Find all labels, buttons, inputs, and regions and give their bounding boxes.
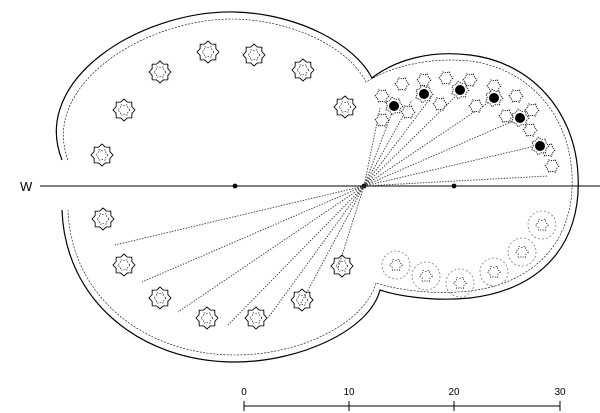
ghost-tree	[535, 219, 549, 231]
ghost-ring	[479, 257, 509, 287]
tree-icon	[290, 288, 314, 312]
tree-icon-inner	[153, 292, 167, 304]
tree-icon-inner	[201, 46, 215, 58]
sight-line	[337, 185, 365, 269]
scale-label-20: 20	[448, 387, 460, 398]
tree-icon-inner	[338, 101, 352, 113]
tree-group	[90, 40, 357, 330]
sight-line	[363, 144, 541, 187]
tree-icon-inner	[249, 312, 263, 324]
small-tree-icon	[524, 103, 540, 117]
tree-icon	[148, 286, 172, 310]
dark-tree-icon	[419, 89, 429, 99]
sight-line	[227, 185, 365, 326]
small-tree-icon	[544, 159, 560, 173]
dark-tree-icon	[455, 85, 465, 95]
tree-icon-inner	[117, 259, 131, 271]
small-tree-icon	[522, 123, 538, 137]
tree-icon	[112, 253, 136, 277]
sight-line	[363, 175, 549, 187]
scale-bar: 0 10 20 30	[241, 387, 566, 411]
dark-tree-icon	[535, 141, 545, 151]
ghost-tree	[453, 277, 467, 289]
tree-icon-inner	[153, 66, 167, 78]
dark-tree-icon	[515, 113, 525, 123]
small-tree-icon	[498, 109, 514, 123]
small-tree-icon	[462, 73, 478, 87]
axis-point-east	[451, 183, 457, 189]
small-tree-icon	[400, 105, 416, 119]
sight-lines	[114, 91, 549, 326]
dark-tree-icon	[489, 93, 499, 103]
ghost-ring-group	[381, 210, 557, 298]
tree-icon	[195, 306, 219, 330]
tree-icon	[333, 95, 357, 119]
ghost-ring	[445, 268, 475, 298]
enclosure-wall	[55, 11, 579, 363]
scale-label-10: 10	[343, 387, 355, 398]
small-tree-icon	[394, 77, 410, 91]
sight-line	[177, 185, 365, 313]
sight-line	[114, 185, 365, 246]
scale-label-0: 0	[241, 387, 247, 398]
ghost-ring	[527, 210, 557, 240]
tree-icon	[244, 306, 268, 330]
ghost-tree	[515, 246, 529, 258]
dark-tree-group	[374, 71, 560, 173]
tree-icon	[291, 58, 315, 82]
tree-icon-inner	[200, 312, 214, 324]
tree-icon	[91, 207, 115, 231]
sight-line	[363, 117, 521, 187]
small-tree-icon	[374, 113, 390, 127]
sight-line	[363, 99, 493, 187]
tree-icon	[148, 60, 172, 84]
sight-line	[299, 185, 365, 306]
ghost-tree	[389, 259, 403, 271]
sight-line	[141, 185, 365, 283]
tree-icon-inner	[296, 64, 310, 76]
tree-icon	[242, 43, 266, 67]
tree-icon-inner	[335, 260, 349, 272]
east-west-axis	[40, 183, 600, 189]
sight-line	[363, 95, 433, 187]
tree-icon-inner	[295, 294, 309, 306]
tree-icon-inner	[247, 49, 261, 61]
small-tree-icon	[432, 97, 448, 111]
tree-icon-inner	[117, 104, 131, 116]
ghost-ring	[411, 261, 441, 291]
tree-icon-inner	[95, 149, 109, 161]
ghost-ring	[381, 250, 411, 280]
tree-icon	[112, 98, 136, 122]
tree-icon	[90, 143, 114, 167]
sight-line	[267, 185, 365, 319]
tree-icon-inner	[96, 213, 110, 225]
dark-tree-icon	[389, 101, 399, 111]
small-tree-icon	[416, 73, 432, 87]
small-tree-icon	[374, 89, 390, 103]
tree-icon	[196, 40, 220, 64]
ghost-tree	[487, 266, 501, 278]
scale-label-30: 30	[554, 387, 566, 398]
small-tree-icon	[508, 89, 524, 103]
west-label: W	[20, 179, 33, 194]
small-tree-icon	[438, 71, 454, 85]
small-tree-icon	[468, 99, 484, 113]
sight-line	[363, 91, 461, 187]
ghost-ring	[507, 237, 537, 267]
sight-line	[363, 107, 381, 187]
ghost-tree	[419, 270, 433, 282]
tree-icon	[330, 254, 354, 278]
sight-line	[363, 101, 397, 187]
axis-point-west	[232, 183, 238, 189]
